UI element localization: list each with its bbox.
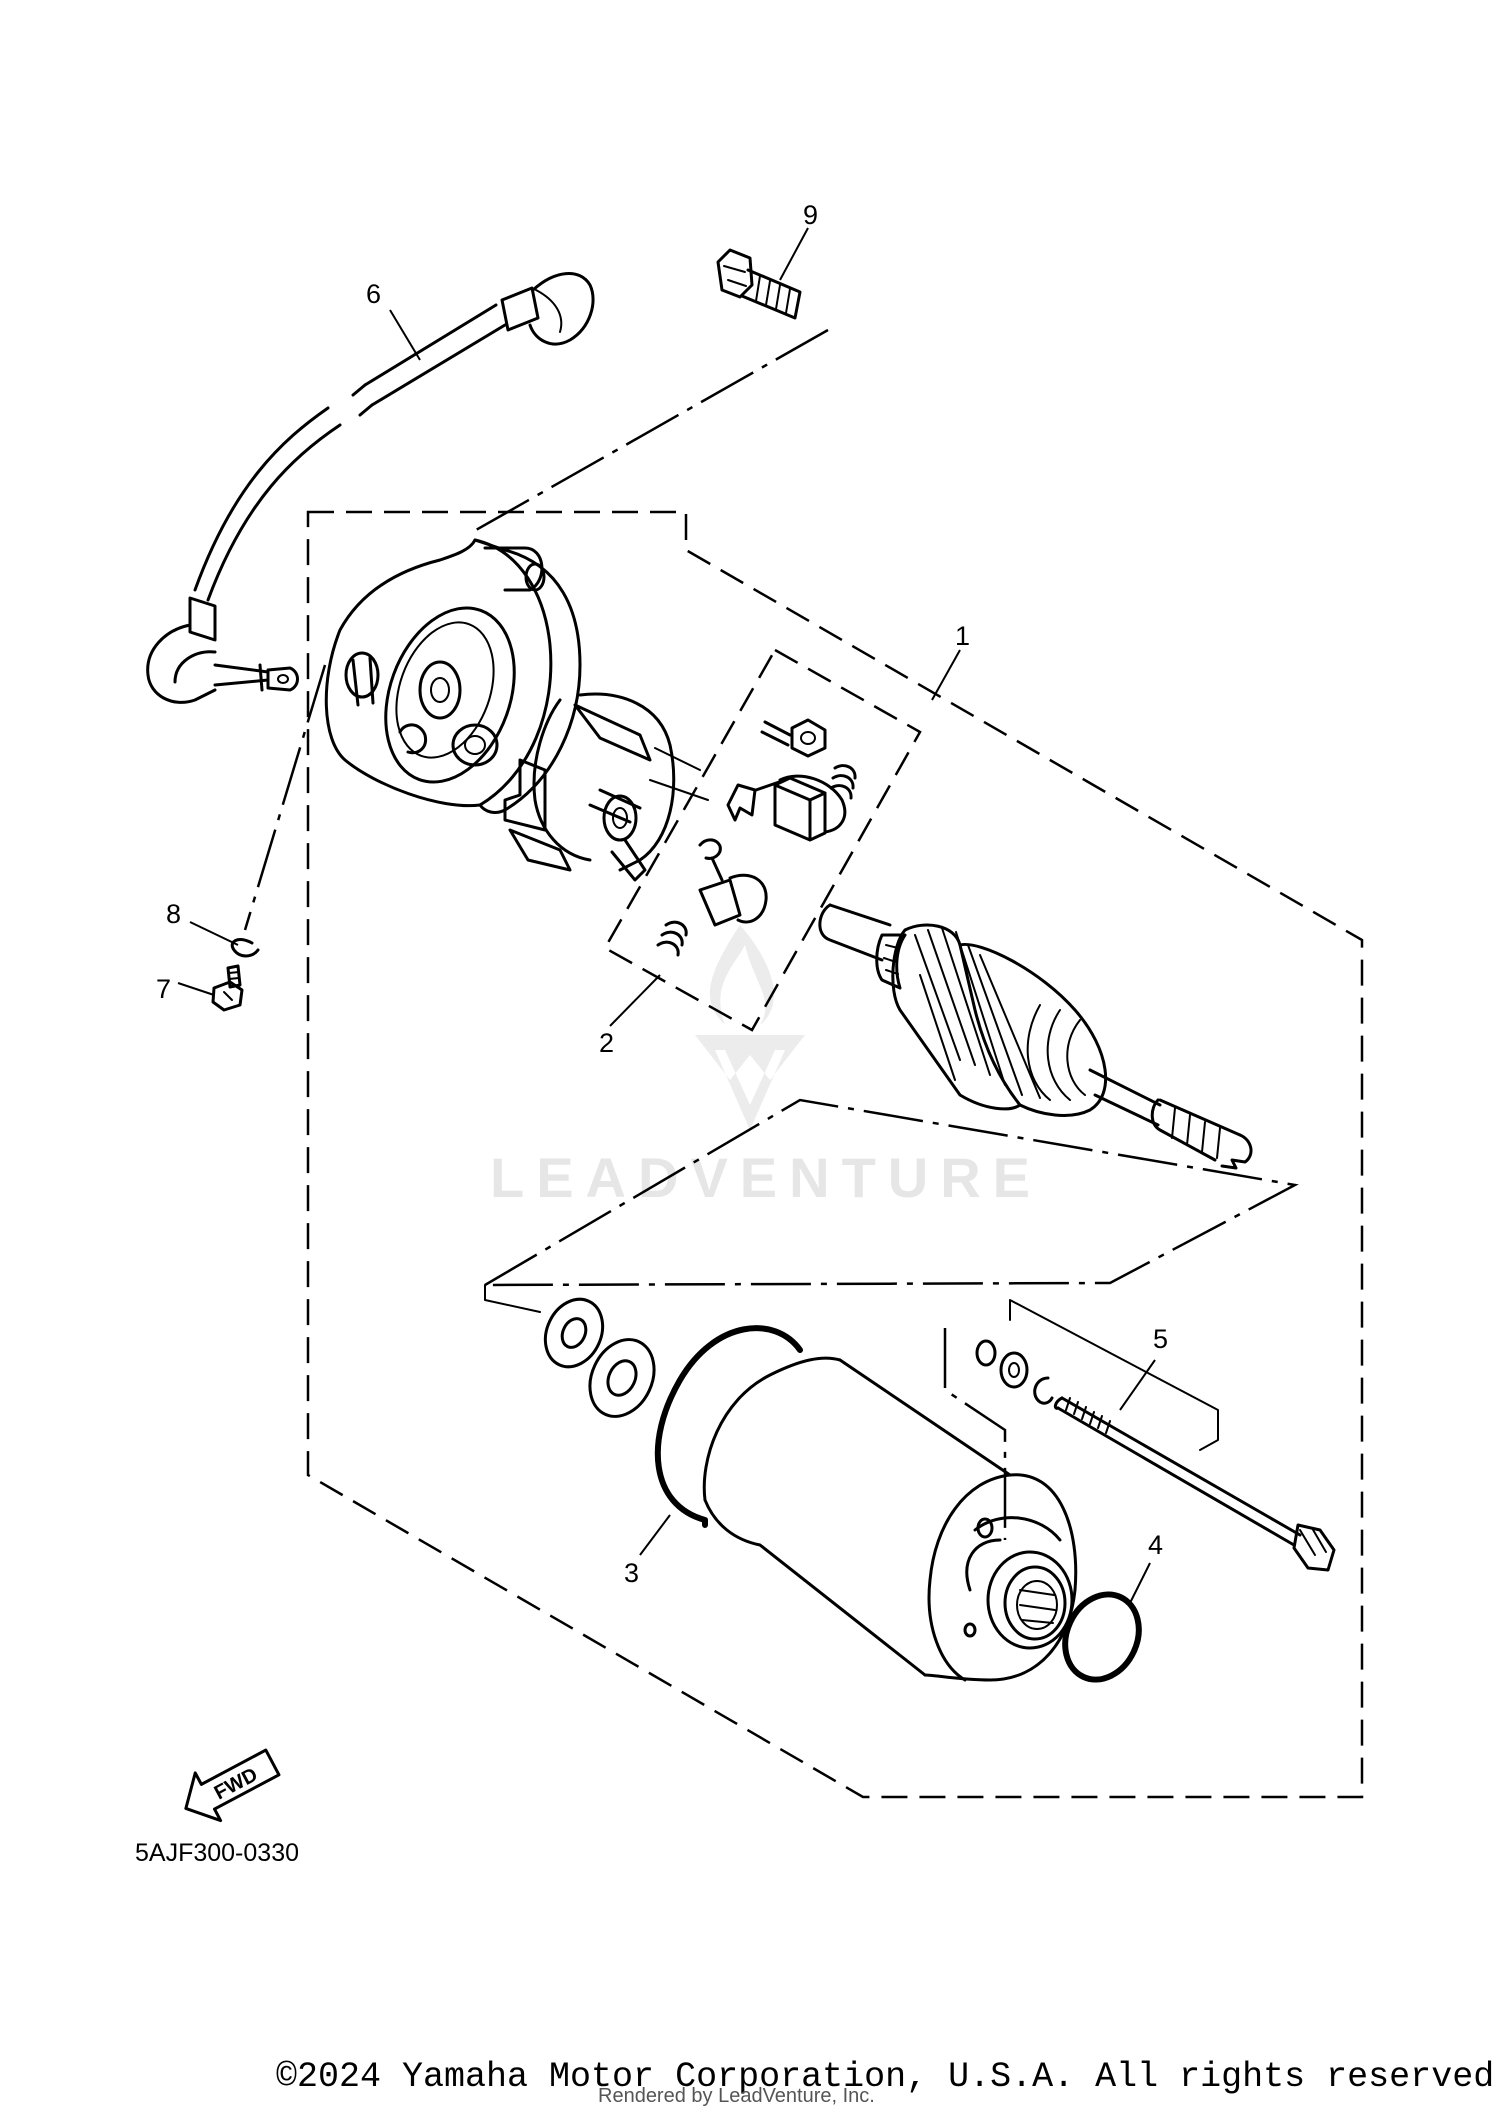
callout-1: 1	[955, 621, 970, 651]
callout-4: 4	[1148, 1530, 1163, 1560]
callout-7: 7	[156, 974, 171, 1004]
washers	[543, 1297, 656, 1418]
yoke-assembly	[702, 1356, 1078, 1682]
callouts: 1 2 3 4 5 6 7 8 9	[156, 200, 1168, 1588]
leadventure-watermark: LEADVENTURE	[490, 925, 1042, 1209]
bolt9-reference-line	[475, 328, 829, 532]
lead-wire-6	[146, 272, 595, 704]
callout-2: 2	[599, 1028, 614, 1058]
fwd-arrow: FWD	[184, 1748, 281, 1823]
washer-group-reference-line	[480, 1098, 1299, 1287]
rendered-by-credit: Rendered by LeadVenture, Inc.	[598, 2085, 875, 2107]
brush-kit-boundary	[603, 648, 922, 1032]
through-bolt-5	[975, 1339, 1336, 1572]
end-cover	[324, 538, 582, 814]
v-logo	[695, 1035, 805, 1130]
bolt5-bracket	[1009, 1299, 1219, 1451]
bolt-9	[716, 248, 802, 320]
leader-lines	[177, 227, 1156, 1604]
brush-holder	[503, 692, 709, 882]
watermark-brand: LEADVENTURE	[490, 1146, 1042, 1209]
assembly-boundary	[306, 510, 1364, 1799]
bolt-7	[211, 964, 244, 1012]
o-ring-4	[1062, 1591, 1142, 1683]
bolt7-reference-line	[243, 664, 327, 931]
copyright-notice: ©2024 Yamaha Motor Corporation, U.S.A. A…	[276, 2057, 1500, 2097]
circlip-8	[230, 938, 260, 958]
diagram-part-code: 5AJF300-0330	[135, 1839, 299, 1867]
o-ring-3	[654, 1325, 803, 1528]
callout-6: 6	[366, 279, 381, 309]
callout-8: 8	[166, 899, 181, 929]
callout-3: 3	[624, 1558, 639, 1588]
bolt5-reference-line	[943, 1328, 1007, 1540]
armature	[818, 903, 1253, 1170]
flame-logo	[709, 925, 774, 1025]
callout-5: 5	[1153, 1324, 1168, 1354]
washer-group-bracket	[484, 1284, 541, 1313]
brush-kit-parts	[656, 718, 857, 957]
callout-9: 9	[803, 200, 818, 230]
